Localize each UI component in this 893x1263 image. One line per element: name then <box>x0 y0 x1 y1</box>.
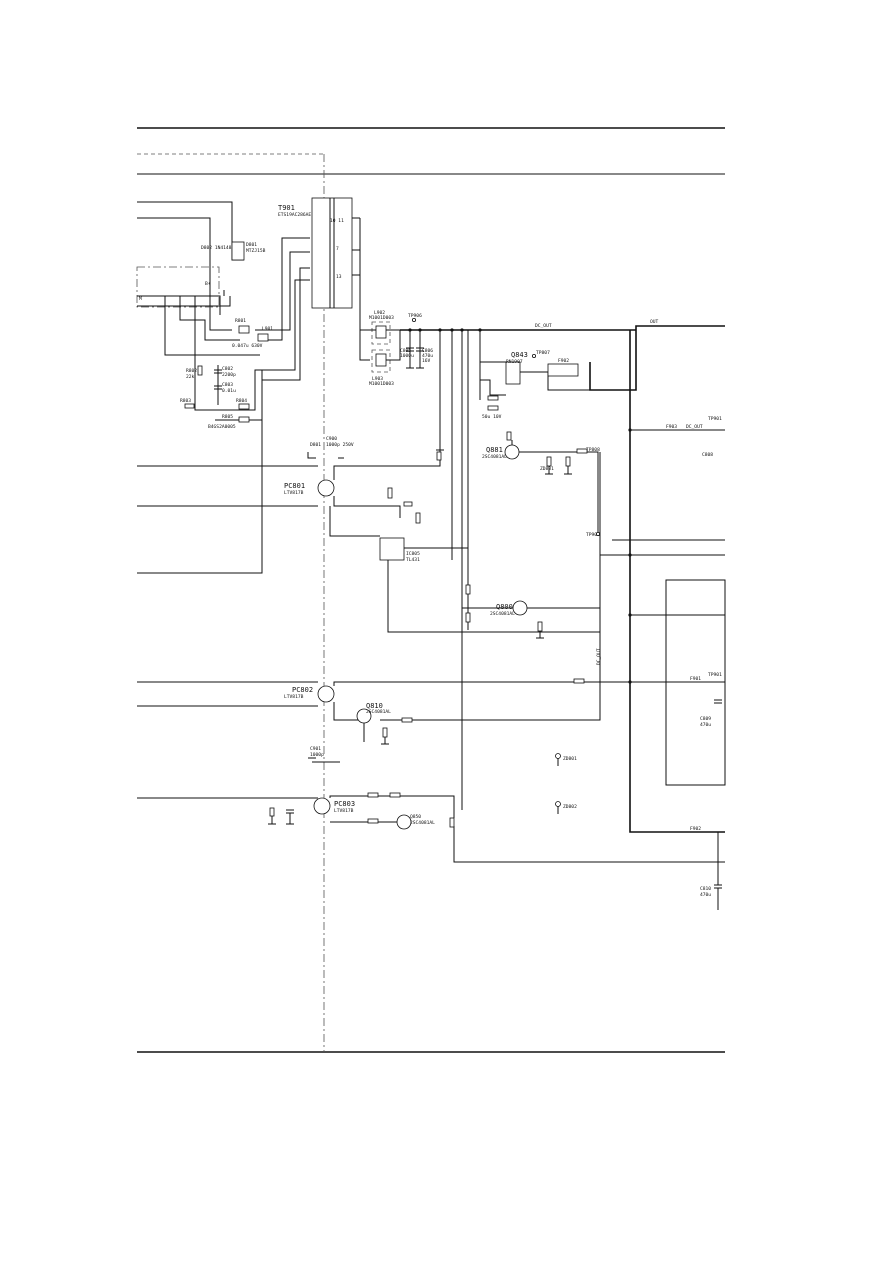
svg-text:1000p: 1000p <box>310 752 324 758</box>
svg-text:C808: C808 <box>702 452 713 458</box>
svg-text:F902: F902 <box>558 358 569 364</box>
svg-text:R801: R801 <box>235 318 246 324</box>
zd801-label: ZD801 <box>563 756 577 762</box>
svg-text:MTZJ15B: MTZJ15B <box>246 248 266 254</box>
q800-ref: Q800 <box>496 603 513 611</box>
svg-text:C809: C809 <box>700 716 711 722</box>
svg-text:R802: R802 <box>186 368 197 374</box>
q881-part: 2SC4081AL <box>482 454 507 460</box>
svg-text:ZD801: ZD801 <box>540 466 554 472</box>
net-dc-out-left: DC_OUT <box>596 648 602 665</box>
svg-text:C802: C802 <box>222 366 233 372</box>
pc803-opto: PC803 LTV817B Q850 2SC4081AL <box>137 792 725 863</box>
output-rectifiers: L902 M1001D003 L903 M1001D003 <box>360 310 401 387</box>
transformer-t901: T901 ETS19AC286AE 10 11 7 13 <box>278 197 370 361</box>
q810-ref: Q810 <box>366 702 383 710</box>
svg-text:C805: C805 <box>400 348 411 354</box>
ic805: IC805 TL431 <box>379 500 600 633</box>
svg-text:TP901: TP901 <box>708 672 722 678</box>
pc803-part: LTV817B <box>334 808 354 814</box>
tp903-label: TP903 <box>586 532 600 538</box>
net-out-right: OUT <box>650 319 659 325</box>
primary-components <box>184 241 269 423</box>
q810-part: 2SC4081AL <box>366 709 391 715</box>
svg-text:C901: C901 <box>310 746 321 752</box>
svg-text:7: 7 <box>336 246 339 252</box>
right-output-section: DC_OUT TP901 F903 F901 TP901 F902 C809 4… <box>380 330 726 910</box>
svg-text:13: 13 <box>336 274 342 280</box>
transformer-ref: T901 <box>278 204 295 212</box>
q800-part: 2SC4081AL <box>490 611 515 617</box>
svg-text:D801: D801 <box>310 442 321 448</box>
svg-text:0.01u: 0.01u <box>222 388 236 394</box>
svg-text:2200p: 2200p <box>222 372 236 378</box>
net-dc-out-top: DC_OUT <box>535 323 552 329</box>
transformer-pins: 10 11 <box>330 218 344 224</box>
svg-text:0.047u 630V: 0.047u 630V <box>232 343 263 349</box>
q800-stage: Q800 2SC4081AL <box>462 500 600 632</box>
svg-text:50u 10V: 50u 10V <box>482 414 502 420</box>
pc802-ref: PC802 <box>292 686 313 694</box>
pc803-ref: PC803 <box>334 800 355 808</box>
svg-text:1000p 250V: 1000p 250V <box>326 442 354 448</box>
l902-ref: L902 <box>374 310 385 316</box>
svg-text:470u: 470u <box>422 353 433 359</box>
svg-text:C810: C810 <box>700 886 711 892</box>
pc801-opto: PC801 LTV817B D801 C900 1000p 250V <box>137 370 444 574</box>
ground-symbols <box>223 290 572 825</box>
svg-text:470u: 470u <box>700 722 711 728</box>
svg-text:C803: C803 <box>222 382 233 388</box>
q843-regulator: Q843 RN1907 TP807 F902 50u 10V <box>480 330 637 441</box>
zener-markers: ZD801 ZD802 <box>555 753 577 814</box>
tp901-label: TP901 <box>708 416 722 422</box>
svg-text:16V: 16V <box>422 358 431 364</box>
q850-part: 2SC4081AL <box>410 820 435 826</box>
svg-text:F903: F903 <box>666 424 677 430</box>
q850-ref: Q850 <box>410 814 421 820</box>
svg-text:L901: L901 <box>262 326 273 332</box>
zd802-label: ZD802 <box>563 804 577 810</box>
tp807-label: TP807 <box>536 350 550 356</box>
q881-ref: Q881 <box>486 446 503 454</box>
net-dc-out-mid: DC_OUT <box>686 424 703 430</box>
q881-stage: Q881 2SC4081AL TP903 TP808 ZD801 <box>482 440 600 538</box>
pc801-part: LTV817B <box>284 490 304 496</box>
svg-text:B+: B+ <box>205 281 211 287</box>
svg-text:ETS19AC286AE: ETS19AC286AE <box>278 212 311 218</box>
svg-text:R805: R805 <box>222 414 233 420</box>
svg-text:M: M <box>139 296 142 302</box>
svg-text:R803: R803 <box>180 398 191 404</box>
svg-text:C900: C900 <box>326 436 337 442</box>
pc801-ref: PC801 <box>284 482 305 490</box>
svg-text:22k: 22k <box>186 374 195 380</box>
l902-part: M1001D003 <box>369 315 394 321</box>
q843-part: RN1907 <box>506 359 523 365</box>
svg-text:F901: F901 <box>690 676 701 682</box>
pc802-part: LTV817B <box>284 694 304 700</box>
dc-output-rail: DC_OUT OUT TP906 C805 1000u C806 470u 16… <box>400 313 725 810</box>
svg-text:F902: F902 <box>690 826 701 832</box>
svg-text:TP808: TP808 <box>586 447 600 453</box>
svg-text:D801: D801 <box>246 242 257 248</box>
ic805-ref: IC805 <box>406 551 420 557</box>
svg-text:D802 1N4148: D802 1N4148 <box>201 245 232 251</box>
svg-text:C806: C806 <box>422 348 433 354</box>
primary-labels: D801 MTZJ15B D802 1N4148 R801 L901 0.047… <box>139 242 273 430</box>
svg-text:B4GS2A0005: B4GS2A0005 <box>208 424 236 430</box>
l903-ref: L903 <box>372 376 383 382</box>
tp906-label: TP906 <box>408 313 422 319</box>
ic805-part: TL431 <box>406 557 420 563</box>
svg-text:470u: 470u <box>700 892 711 898</box>
svg-text:R804: R804 <box>236 398 247 404</box>
l903-part: M1001D003 <box>369 381 394 387</box>
q843-ref: Q843 <box>511 351 528 359</box>
pc802-opto: PC802 LTV817B Q810 2SC4081AL DC_OUT C901… <box>137 648 602 759</box>
svg-text:1000u: 1000u <box>400 353 414 359</box>
